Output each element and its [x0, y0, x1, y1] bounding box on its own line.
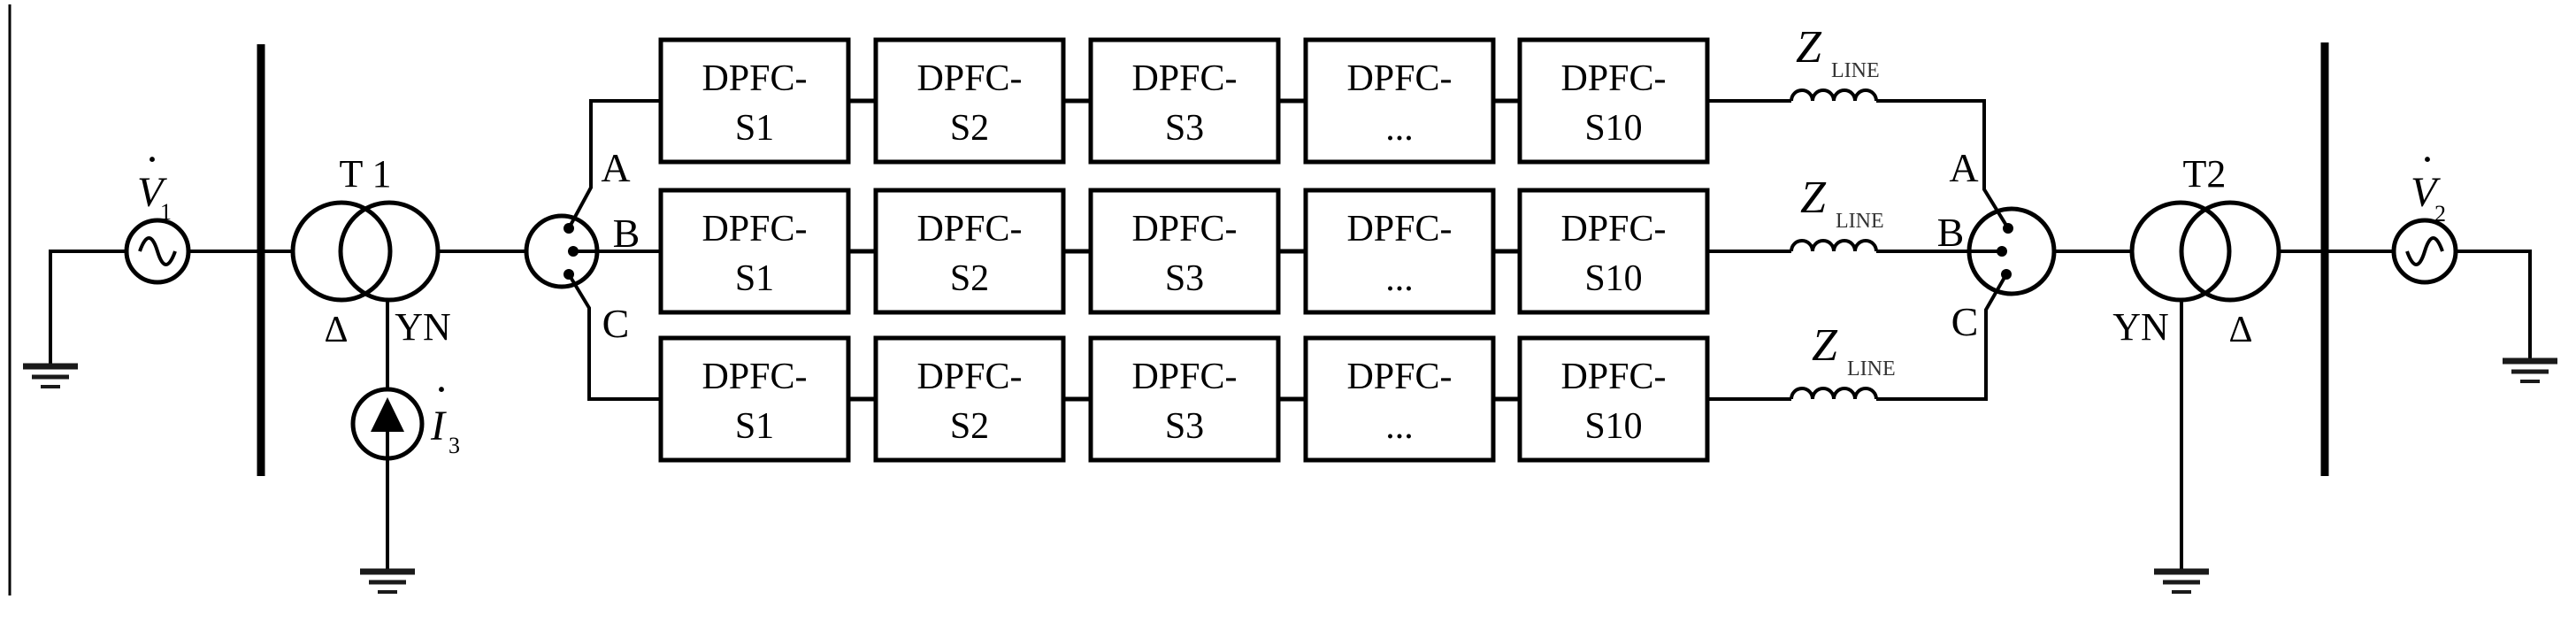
dpfc-box	[1088, 188, 1281, 315]
v1-ground-wire	[49, 250, 126, 366]
t1-primary-circle	[290, 200, 393, 303]
dpfc-row-b: DPFC- S1 DPFC- S2 DPFC- S3 DPFC- ... DPF…	[658, 173, 2002, 315]
dpfc-box-line2: S3	[1165, 108, 1204, 149]
branch-c-left	[567, 273, 661, 401]
dpfc-box	[1303, 188, 1496, 315]
dpfc-box-line2: S1	[735, 108, 774, 149]
dpfc-box	[1088, 37, 1281, 165]
t2-name: T2	[2183, 152, 2227, 196]
transformer-t1: T 1 Δ YN	[290, 152, 526, 350]
dpfc-box-line2: S10	[1584, 108, 1642, 149]
dpfc-box-line1: DPFC-	[1560, 58, 1666, 99]
dpfc-box-line1: DPFC-	[1131, 209, 1237, 250]
i3-derivative-dot: ·	[436, 372, 447, 407]
phase-a-label-left: A	[601, 145, 630, 190]
dpfc-box-line2: S3	[1165, 258, 1204, 299]
transformer-t2: T2 YN Δ	[2112, 152, 2394, 594]
dpfc-row-c: DPFC- S1 DPFC- S2 DPFC- S3 DPFC- ... DPF…	[658, 273, 2008, 463]
v1-derivative-dot: ·	[147, 142, 157, 177]
combiner-dot-b	[1997, 246, 2007, 257]
zline-symbol: Z	[1812, 320, 1838, 371]
zline-symbol: Z	[1796, 22, 1822, 73]
branch-a-left	[567, 99, 661, 229]
dpfc-box-line1: DPFC-	[1131, 58, 1237, 99]
v2-subscript: 2	[2434, 201, 2446, 227]
dpfc-box-line2: S10	[1584, 406, 1642, 447]
source-v1: · V 1	[23, 142, 293, 388]
ground-symbol-v1	[23, 363, 78, 388]
zline-subscript: LINE	[1847, 357, 1896, 380]
dpfc-box-line1: DPFC-	[1131, 357, 1237, 397]
dpfc-box	[1517, 335, 1710, 463]
zline-symbol: Z	[1800, 173, 1827, 223]
phase-c-label-left: C	[602, 301, 630, 346]
dpfc-box-line2: S1	[735, 406, 774, 447]
phase-b-label-right: B	[1937, 210, 1965, 255]
dpfc-box-line2: S2	[950, 258, 989, 299]
dpfc-box-line1: DPFC-	[1346, 58, 1452, 99]
inductor-icon	[1790, 387, 1878, 400]
dpfc-box-line1: DPFC-	[1560, 209, 1666, 250]
dpfc-box-line1: DPFC-	[702, 209, 807, 250]
t2-delta-label: Δ	[2228, 310, 2252, 350]
dpfc-box-line1: DPFC-	[916, 209, 1022, 250]
dpfc-box-line2: S2	[950, 406, 989, 447]
dpfc-box-line2: S3	[1165, 406, 1204, 447]
inductor-icon	[1790, 239, 1878, 252]
phase-splitter-left: A B C	[524, 99, 661, 401]
dpfc-box-line1: DPFC-	[1346, 357, 1452, 397]
inductor-icon	[1790, 88, 1878, 102]
dpfc-box-line2: ...	[1385, 258, 1414, 299]
v2-ground-wire	[2456, 250, 2532, 361]
i3-subscript: 3	[448, 433, 460, 458]
source-v2: · V 2	[2391, 142, 2557, 383]
t1-name: T 1	[339, 152, 391, 196]
t2-yn-label: YN	[2112, 305, 2169, 349]
v2-label: V	[2411, 169, 2441, 216]
phase-combiner-right: A B C	[1937, 145, 2132, 344]
current-arrow-icon	[371, 397, 404, 432]
branch-a-right	[1876, 99, 2010, 230]
sine-icon	[138, 236, 177, 266]
dpfc-box	[1303, 335, 1496, 463]
v1-label: V	[137, 169, 167, 216]
dpfc-box-line1: DPFC-	[916, 357, 1022, 397]
phase-c-label-right: C	[1951, 299, 1979, 344]
t1-yn-label: YN	[395, 305, 451, 349]
dpfc-box-line2: ...	[1385, 108, 1414, 149]
dpfc-box-line2: S10	[1584, 258, 1642, 299]
phase-a-label-right: A	[1949, 145, 1978, 190]
dpfc-box	[658, 188, 851, 315]
dpfc-row-a: DPFC- S1 DPFC- S2 DPFC- S3 DPFC- ... DPF…	[658, 22, 2010, 230]
dpfc-box-line2: S1	[735, 258, 774, 299]
dpfc-box-line1: DPFC-	[1346, 209, 1452, 250]
dpfc-box	[658, 335, 851, 463]
dpfc-box-line1: DPFC-	[1560, 357, 1666, 397]
ground-symbol-i3	[360, 568, 415, 594]
ground-symbol-t2	[2154, 568, 2209, 594]
dpfc-box-line1: DPFC-	[916, 58, 1022, 99]
dpfc-box	[1517, 37, 1710, 165]
dpfc-box-line2: ...	[1385, 406, 1414, 447]
dpfc-box	[1088, 335, 1281, 463]
v2-derivative-dot: ·	[2422, 142, 2433, 177]
dpfc-box	[1303, 37, 1496, 165]
branch-c-right	[1876, 273, 2008, 401]
sine-icon	[2405, 236, 2444, 266]
phase-b-label-left: B	[613, 211, 640, 256]
zline-subscript: LINE	[1836, 210, 1884, 233]
ground-symbol-v2	[2503, 357, 2557, 383]
dpfc-box-line2: S2	[950, 108, 989, 149]
dpfc-box-line1: DPFC-	[702, 58, 807, 99]
zline-subscript: LINE	[1831, 59, 1880, 82]
combiner-dot-c	[2001, 269, 2012, 280]
t1-delta-label: Δ	[324, 310, 348, 350]
dpfc-box-line1: DPFC-	[702, 357, 807, 397]
i3-label: I	[430, 403, 447, 449]
combiner-dot-a	[2003, 223, 2013, 234]
source-i3: · I 3	[350, 299, 460, 594]
v1-subscript: 1	[160, 199, 172, 225]
dpfc-box	[873, 335, 1066, 463]
